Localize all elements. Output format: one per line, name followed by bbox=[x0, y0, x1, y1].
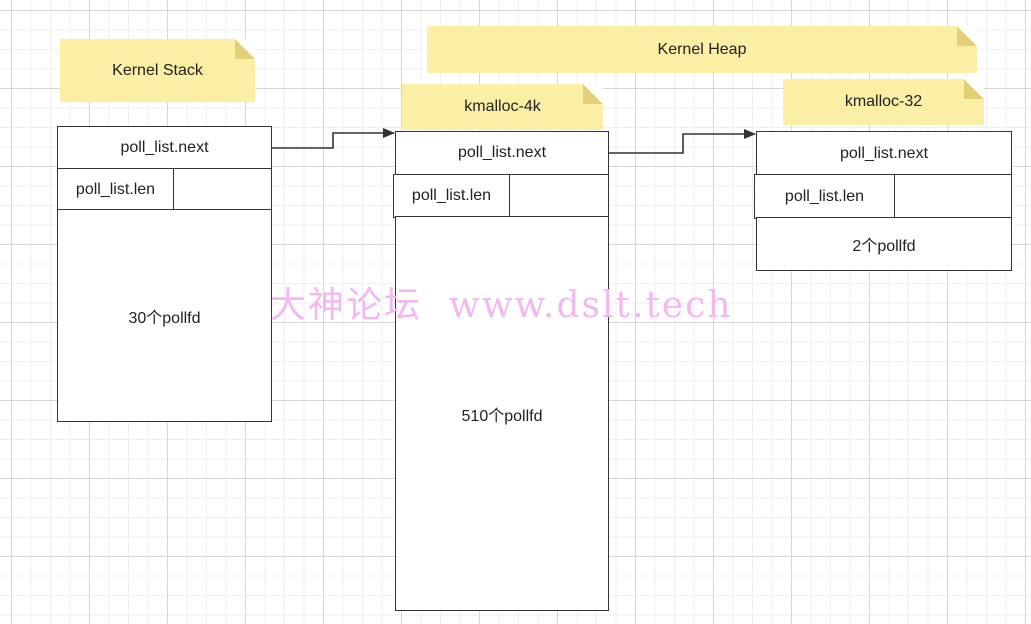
arrow-stack-to-4k bbox=[272, 128, 395, 149]
stack-entries-label: 30个pollfd bbox=[128, 309, 201, 327]
stack-entries-cell[interactable]: 30个pollfd bbox=[57, 209, 272, 422]
kmalloc-4k-label: kmalloc-4k bbox=[464, 98, 541, 115]
heap4k-next-label: poll_list.next bbox=[457, 144, 547, 161]
heap32-len-label: poll_list.len bbox=[784, 187, 865, 205]
kernel-heap-note[interactable]: Kernel Heap bbox=[427, 26, 977, 73]
stack-len-cell[interactable]: poll_list.len bbox=[57, 168, 174, 211]
kernel-heap-label: Kernel Heap bbox=[657, 40, 747, 58]
stack-len-label: poll_list.len bbox=[75, 180, 156, 198]
heap32-entries-label: 2个pollfd bbox=[852, 238, 916, 255]
watermark-text: 大神论坛 www.dslt.tech bbox=[270, 285, 733, 326]
kmalloc-4k-note[interactable]: kmalloc-4k bbox=[402, 84, 603, 130]
kernel-stack-label: Kernel Stack bbox=[112, 61, 203, 79]
arrow-4k-to-32 bbox=[609, 129, 756, 154]
heap4k-len-label: poll_list.len bbox=[411, 187, 492, 204]
heap32-entries-cell[interactable]: 2个pollfd bbox=[756, 217, 1012, 271]
kmalloc-32-label: kmalloc-32 bbox=[844, 93, 923, 110]
heap4k-entries-label: 510个pollfd bbox=[461, 407, 543, 425]
heap4k-entries-cell[interactable]: 510个pollfd bbox=[395, 216, 609, 611]
heap4k-len-cell[interactable]: poll_list.len bbox=[393, 174, 510, 218]
stack-next-cell[interactable]: poll_list.next bbox=[57, 126, 272, 170]
heap32-len-cell[interactable]: poll_list.len bbox=[754, 174, 895, 219]
stack-next-label: poll_list.next bbox=[120, 139, 209, 156]
kernel-stack-note[interactable]: Kernel Stack bbox=[60, 39, 255, 102]
heap32-next-label: poll_list.next bbox=[839, 144, 929, 162]
kmalloc-32-note[interactable]: kmalloc-32 bbox=[783, 79, 984, 125]
heap4k-next-cell[interactable]: poll_list.next bbox=[395, 131, 609, 175]
heap32-next-cell[interactable]: poll_list.next bbox=[756, 131, 1012, 176]
